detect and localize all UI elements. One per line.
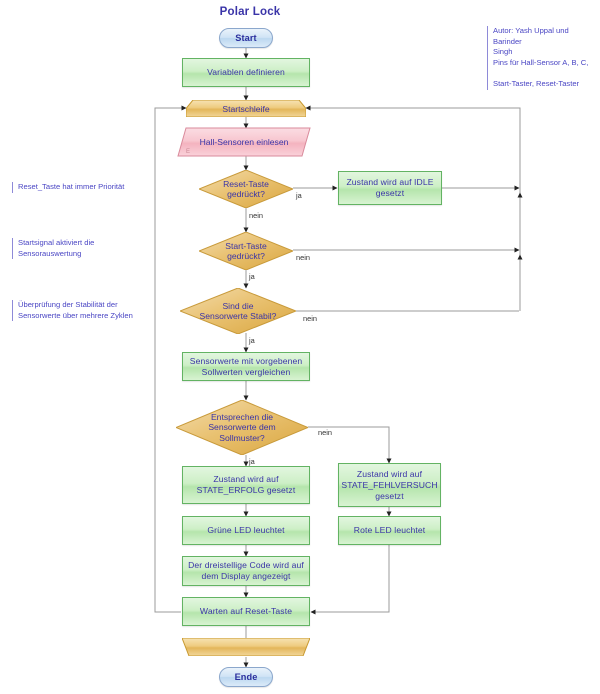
node-display-code[interactable]: Der dreistellige Code wird auf dem Displ… xyxy=(182,556,310,586)
edge-label-stabil-nein: nein xyxy=(303,314,317,323)
node-hall-sensoren-einlesen[interactable]: Hall-Sensoren einlesen E xyxy=(177,127,311,157)
node-rote-led-label: Rote LED leuchtet xyxy=(353,525,426,535)
node-hall-sensoren-einlesen-label: Hall-Sensoren einlesen xyxy=(199,136,289,147)
edge-label-start-ja: ja xyxy=(249,272,255,281)
node-ende[interactable]: Ende xyxy=(219,667,273,687)
note-author: Autor: Yash Uppal und Barinder Singh xyxy=(487,26,598,58)
edge-label-sollmuster-ja: ja xyxy=(249,457,255,466)
node-start-taste-decision[interactable]: Start-Taste gedrückt? xyxy=(199,232,293,270)
node-variablen-definieren[interactable]: Variablen definieren xyxy=(182,58,310,87)
edge-label-reset-nein: nein xyxy=(249,211,263,220)
node-startschleife[interactable]: Startschleife xyxy=(186,100,306,117)
edge-label-start-nein: nein xyxy=(296,253,310,262)
node-zustand-fehlversuch-label: Zustand wird auf STATE_FEHLVERSUCH geset… xyxy=(341,468,438,501)
node-gruene-led[interactable]: Grüne LED leuchtet xyxy=(182,516,310,545)
node-zustand-erfolg-label: Zustand wird auf STATE_ERFOLG gesetzt xyxy=(196,474,296,495)
node-rote-led[interactable]: Rote LED leuchtet xyxy=(338,516,441,545)
node-ende-label: Ende xyxy=(234,671,258,682)
page-title: Polar Lock xyxy=(219,6,281,18)
node-warten-auf-reset-taste[interactable]: Warten auf Reset-Taste xyxy=(182,597,310,626)
note-reset-priority: Reset_Taste hat immer Priorität xyxy=(12,182,168,193)
node-variablen-definieren-label: Variablen definieren xyxy=(207,67,285,77)
node-start-label: Start xyxy=(235,32,257,43)
node-warten-auf-reset-taste-label: Warten auf Reset-Taste xyxy=(199,606,293,616)
node-sensorwerte-vergleichen-label: Sensorwerte mit vorgebenen Sollwerten ve… xyxy=(189,355,303,377)
node-start[interactable]: Start xyxy=(219,28,273,48)
node-display-code-label: Der dreistellige Code wird auf dem Displ… xyxy=(188,560,304,581)
note-startsignal: Startsignal aktiviert die Sensorauswertu… xyxy=(12,238,168,259)
node-reset-taste-decision[interactable]: Reset-Taste gedrückt? xyxy=(199,170,293,208)
node-zustand-idle-label: Zustand wird auf IDLE gesetzt xyxy=(346,177,434,198)
edge-label-sollmuster-nein: nein xyxy=(318,428,332,437)
node-hall-sensoren-tag: E xyxy=(186,149,191,155)
node-zustand-erfolg[interactable]: Zustand wird auf STATE_ERFOLG gesetzt xyxy=(182,466,310,504)
node-zustand-idle[interactable]: Zustand wird auf IDLE gesetzt xyxy=(338,171,442,205)
node-sollmuster-decision[interactable]: Entsprechen die Sensorwerte dem Sollmust… xyxy=(176,400,308,455)
edge-label-stabil-ja: ja xyxy=(249,336,255,345)
node-gruene-led-label: Grüne LED leuchtet xyxy=(207,525,285,535)
node-zustand-fehlversuch[interactable]: Zustand wird auf STATE_FEHLVERSUCH geset… xyxy=(338,463,441,507)
note-stabilitaet: Überprüfung der Stabilität der Sensorwer… xyxy=(12,300,168,321)
node-sensorwerte-vergleichen[interactable]: Sensorwerte mit vorgebenen Sollwerten ve… xyxy=(182,352,310,381)
edge-label-reset-ja: ja xyxy=(296,191,302,200)
note-pins: Pins für Hall-Sensor A, B, C, Start-Tast… xyxy=(487,58,598,90)
node-loop-end[interactable] xyxy=(182,638,310,656)
node-sensorwerte-stabil-decision[interactable]: Sind die Sensorwerte Stabil? xyxy=(180,288,296,334)
